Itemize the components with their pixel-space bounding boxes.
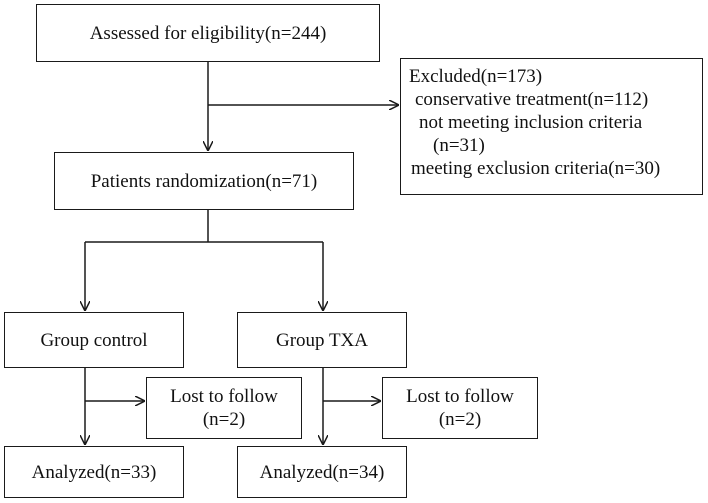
- excluded-line-conservative: conservative treatment(n=112): [415, 89, 649, 110]
- node-group-txa-label: Group TXA: [275, 329, 368, 351]
- lost-txa-line2: (n=2): [438, 409, 482, 430]
- excluded-line-inclusion: not meeting inclusion criteria: [419, 112, 643, 133]
- node-lost-txa: Lost to follow (n=2): [382, 377, 538, 439]
- lost-control-line2: (n=2): [202, 409, 246, 430]
- node-excluded: Excluded(n=173) conservative treatment(n…: [400, 58, 703, 195]
- node-group-txa: Group TXA: [237, 312, 407, 368]
- excluded-title: Excluded(n=173): [409, 66, 543, 87]
- node-group-control-label: Group control: [40, 329, 148, 351]
- node-assessed-label: Assessed for eligibility(n=244): [89, 22, 327, 44]
- node-group-control: Group control: [4, 312, 184, 368]
- node-lost-control: Lost to follow (n=2): [146, 377, 302, 439]
- node-assessed: Assessed for eligibility(n=244): [36, 4, 380, 62]
- excluded-line-inclusion-count: (n=31): [433, 135, 485, 156]
- node-analyzed-control: Analyzed(n=33): [4, 446, 184, 498]
- node-randomization-label: Patients randomization(n=71): [90, 170, 318, 192]
- lost-txa-line1: Lost to follow: [406, 386, 514, 407]
- node-analyzed-txa: Analyzed(n=34): [237, 446, 407, 498]
- edge-randomization-split: [85, 210, 323, 243]
- node-analyzed-txa-label: Analyzed(n=34): [259, 461, 385, 483]
- node-randomization: Patients randomization(n=71): [54, 152, 354, 210]
- lost-control-line1: Lost to follow: [170, 386, 278, 407]
- node-analyzed-control-label: Analyzed(n=33): [31, 461, 157, 483]
- excluded-line-exclusion: meeting exclusion criteria(n=30): [411, 158, 661, 179]
